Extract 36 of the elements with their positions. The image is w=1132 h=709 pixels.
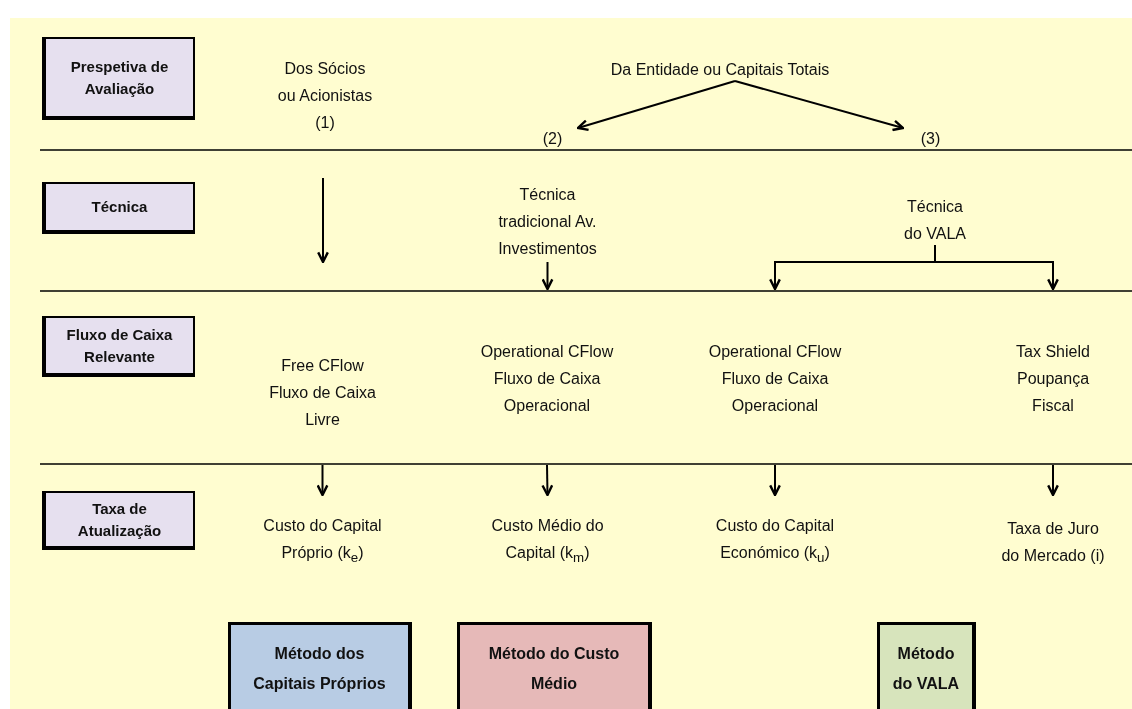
method-box	[457, 622, 652, 709]
box-label: Prespetiva de Avaliação	[69, 56, 170, 99]
row-heading-box	[42, 182, 195, 234]
flow-label: Técnica tradicional Av. Investimentos	[497, 184, 598, 259]
arrow	[316, 464, 329, 497]
box-label: Método dos Capitais Próprios	[252, 644, 387, 694]
flow-label: Custo do Capital Económico (k$_{u}$)	[714, 515, 836, 568]
arrow	[934, 244, 1059, 291]
flow-label: Dos Sócios ou Acionistas (1)	[276, 58, 374, 133]
arrow	[541, 261, 554, 291]
box-label: Fluxo de Caixa Relevante	[65, 324, 174, 367]
arrow	[541, 464, 554, 497]
flow-label: Custo do Capital Próprio (k$_{e}$)	[262, 515, 383, 568]
method-box	[228, 622, 412, 709]
flow-label: Taxa de Juro do Mercado (i)	[1000, 518, 1106, 566]
flow-label: (3)	[920, 128, 941, 149]
flow-label: Da Entidade ou Capitais Totais	[610, 59, 830, 80]
row-heading-box	[42, 316, 195, 377]
row-heading-box	[42, 491, 195, 550]
box-label: Técnica	[91, 197, 148, 217]
box-label: Taxa de Atualização	[76, 498, 163, 541]
arrow	[769, 464, 781, 497]
box-label: Método do VALA	[891, 644, 961, 694]
arrow	[734, 80, 905, 132]
flow-label: Operational CFlow Fluxo de Caixa Operacional	[479, 342, 615, 416]
flow-label: Técnica do VALA	[903, 197, 967, 244]
row-heading-box	[42, 37, 195, 120]
flow-label: (2)	[542, 128, 563, 149]
box-label: Método do Custo Médio	[487, 644, 621, 694]
arrow	[576, 80, 736, 132]
flow-label: Operational CFlow Fluxo de Caixa Operacional	[707, 342, 843, 416]
flow-label: Free CFlow Fluxo de Caixa Livre	[268, 355, 377, 430]
flow-label: Tax Shield Poupança Fiscal	[1015, 342, 1091, 416]
method-box	[877, 622, 976, 709]
arrow	[1047, 464, 1059, 497]
flow-label: Custo Médio do Capital (k$_{m}$)	[490, 515, 605, 568]
